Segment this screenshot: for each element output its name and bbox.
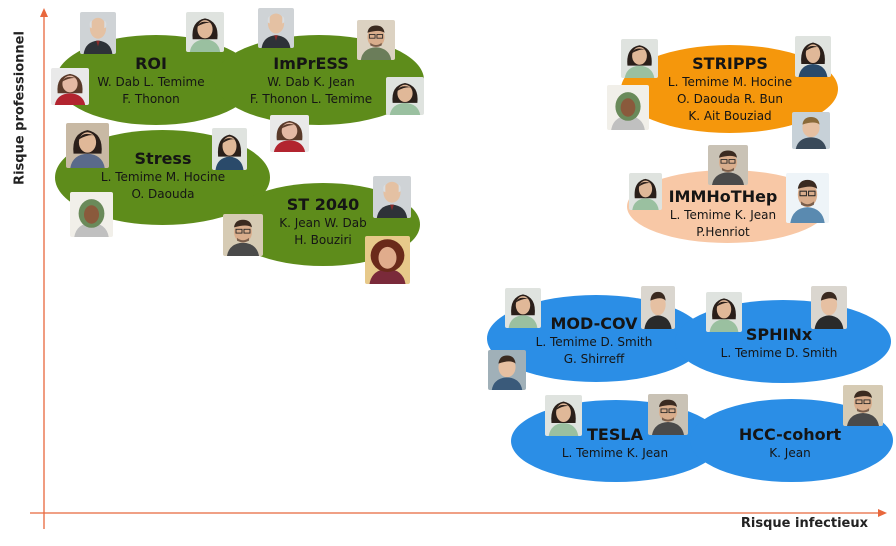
project-title: IMMHoTHep	[668, 187, 778, 206]
project-title: HCC-cohort	[738, 425, 842, 444]
project-members: O. Daouda R. Bun	[677, 92, 783, 106]
project-members: L. Temime K. Jean	[669, 208, 777, 222]
project-members: L. Temime M. Hocine	[100, 170, 226, 184]
project-members: W. Dab K. Jean	[267, 75, 355, 89]
portrait-photo	[621, 39, 658, 78]
portrait-photo	[373, 176, 411, 218]
project-impress: ImPrESS W. Dab K. Jean F. Thonon L. Temi…	[232, 53, 390, 108]
project-members: O. Daouda	[131, 187, 195, 201]
portrait-photo	[357, 20, 395, 60]
project-stripps: STRIPPS L. Temime M. Hocine O. Daouda R.…	[660, 53, 800, 125]
project-members: W. Dab L. Temime	[97, 75, 205, 89]
portrait-photo	[66, 123, 109, 168]
portrait-photo	[843, 385, 883, 426]
portrait-photo	[792, 112, 830, 149]
portrait-photo	[811, 286, 847, 329]
project-title: ST 2040	[286, 195, 360, 214]
project-title: MOD-COV	[550, 314, 638, 333]
project-hcc: HCC-cohort K. Jean	[725, 424, 855, 462]
project-members: K. Ait Bouziad	[688, 109, 772, 123]
project-members: F. Thonon L. Temime	[249, 92, 373, 106]
project-sphinx: SPHINx L. Temime D. Smith	[712, 324, 846, 362]
project-members: L. Temime M. Hocine	[667, 75, 793, 89]
project-immhothep: IMMHoTHep L. Temime K. Jean P.Henriot	[660, 186, 786, 241]
project-modcov: MOD-COV L. Temime D. Smith G. Shirreff	[527, 313, 661, 368]
x-axis-label: Risque infectieux	[740, 516, 868, 531]
portrait-photo	[488, 350, 526, 390]
project-title: ROI	[135, 54, 167, 73]
portrait-photo	[786, 173, 829, 223]
x-axis-arrowhead	[878, 509, 887, 517]
project-title: ImPrESS	[273, 54, 349, 73]
y-axis-arrowhead	[40, 8, 48, 17]
portrait-photo	[51, 68, 89, 105]
portrait-photo	[641, 286, 675, 329]
project-roi: ROI W. Dab L. Temime F. Thonon	[78, 53, 224, 108]
project-members: L. Temime D. Smith	[535, 335, 653, 349]
project-title: TESLA	[587, 425, 643, 444]
project-members: L. Temime D. Smith	[720, 346, 838, 360]
portrait-photo	[212, 128, 247, 170]
project-members: P.Henriot	[696, 225, 750, 239]
project-members: F. Thonon	[122, 92, 180, 106]
portrait-photo	[70, 192, 113, 237]
portrait-photo	[386, 77, 424, 115]
y-axis-label: Risque professionnel	[12, 31, 28, 185]
project-title: SPHINx	[745, 325, 813, 344]
portrait-photo	[706, 292, 742, 332]
portrait-photo	[629, 173, 662, 210]
project-members: G. Shirreff	[563, 352, 625, 366]
portrait-photo	[258, 8, 294, 48]
portrait-photo	[270, 115, 309, 152]
portrait-photo	[545, 395, 582, 436]
portrait-photo	[80, 12, 116, 54]
project-st2040: ST 2040 K. Jean W. Dab H. Bouziri	[268, 194, 378, 249]
portrait-photo	[365, 236, 410, 284]
portrait-photo	[708, 145, 748, 185]
project-members: L. Temime K. Jean	[561, 446, 669, 460]
project-members: K. Jean	[769, 446, 811, 460]
portrait-photo	[795, 36, 831, 77]
project-tesla: TESLA L. Temime K. Jean	[550, 424, 680, 462]
project-title: STRIPPS	[692, 54, 768, 73]
project-stress: Stress L. Temime M. Hocine O. Daouda	[90, 148, 236, 203]
project-title: Stress	[134, 149, 192, 168]
portrait-photo	[607, 85, 649, 130]
project-members: K. Jean W. Dab	[279, 216, 367, 230]
portrait-photo	[648, 394, 688, 435]
project-members: H. Bouziri	[294, 233, 352, 247]
portrait-photo	[223, 214, 263, 256]
portrait-photo	[186, 12, 224, 52]
portrait-photo	[505, 288, 541, 328]
